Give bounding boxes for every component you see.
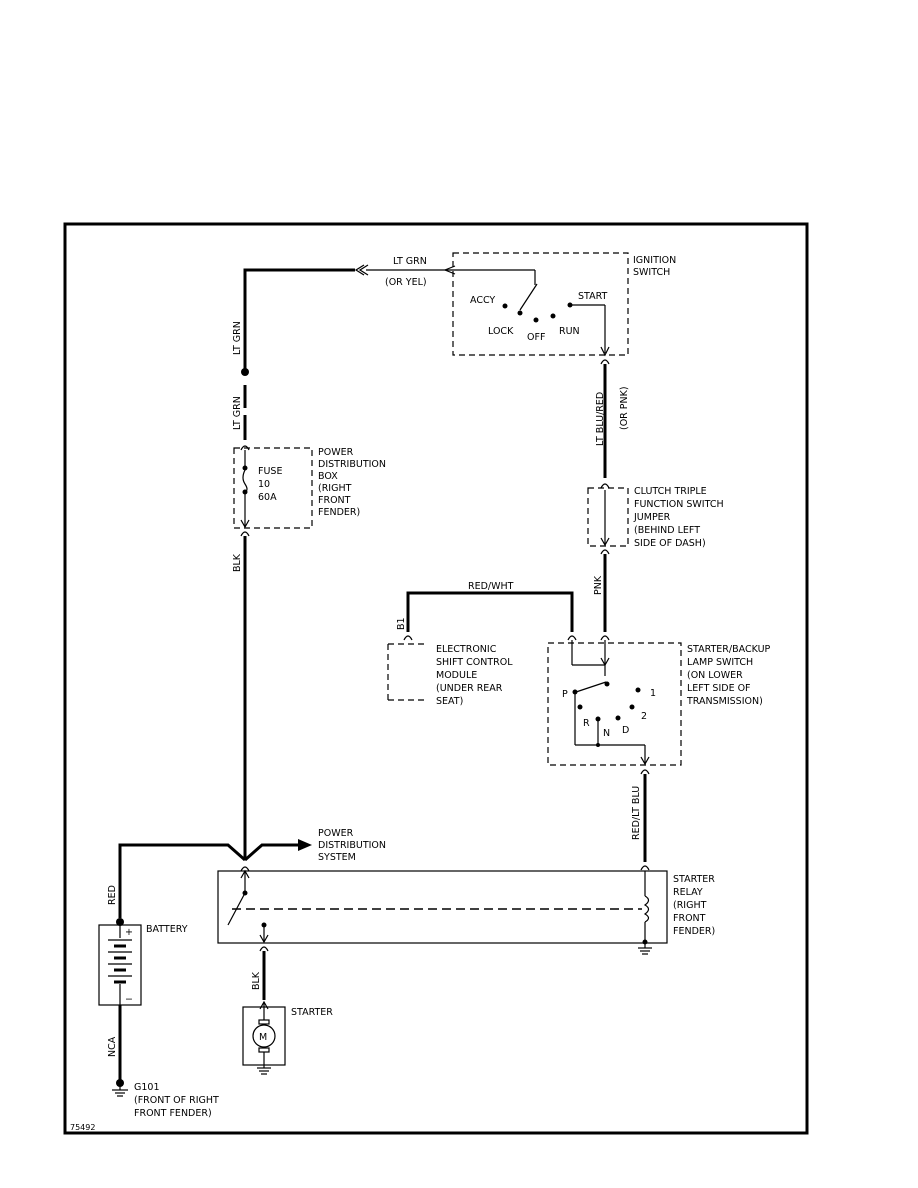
position-off: OFF xyxy=(527,332,545,343)
battery-plus: + xyxy=(125,927,133,938)
position-n: N xyxy=(603,728,610,739)
wire-nca: NCA G101 (FRONT OF RIGHT FRONT FENDER) xyxy=(107,1005,222,1119)
starter-relay: STARTER RELAY (RIGHT FRONT FENDER) xyxy=(217,869,718,955)
ground-g101-label: G101 (FRONT OF RIGHT FRONT FENDER) xyxy=(134,1082,222,1119)
battery: + − BATTERY xyxy=(98,918,188,1006)
shift-module-label: ELECTRONIC SHIFT CONTROL MODULE (UNDER R… xyxy=(436,644,516,707)
starter-backup-lamp-switch: P 1 R 2 N D STARTER/BACKUP LAMP SWITCH (… xyxy=(547,635,773,775)
wire-label-or-yel: (OR YEL) xyxy=(385,277,427,288)
figure-id: 75492 xyxy=(70,1123,95,1132)
power-distribution-system-label: POWER DISTRIBUTION SYSTEM xyxy=(318,828,389,863)
position-r: R xyxy=(583,718,590,729)
wire-red-wht: RED/WHT xyxy=(406,581,574,632)
starter-motor-symbol: M xyxy=(259,1032,267,1043)
wire-blk-main: BLK POWER DISTRIBUTION SYSTEM RED xyxy=(107,536,389,918)
wire-label-lt-grn-top: LT GRN xyxy=(393,256,427,267)
wire-label-lt-blu-red: LT BLU/RED xyxy=(595,392,606,446)
electronic-shift-control-module: B1 ELECTRONIC SHIFT CONTROL MODULE (UNDE… xyxy=(387,617,516,707)
wire-label-blk-main: BLK xyxy=(232,553,243,572)
diagram-frame xyxy=(63,222,809,1135)
wire-label-or-pnk: (OR PNK) xyxy=(619,386,630,430)
wire-pnk: PNK xyxy=(593,554,607,632)
starter-label: STARTER xyxy=(291,1007,333,1018)
wire-label-red-wht: RED/WHT xyxy=(468,581,514,592)
fuse-label: FUSE 10 60A xyxy=(258,466,285,503)
clutch-jumper-label: CLUTCH TRIPLE FUNCTION SWITCH JUMPER (BE… xyxy=(633,486,727,549)
wire-label-pnk: PNK xyxy=(593,575,604,595)
position-start: START xyxy=(578,291,608,302)
battery-label: BATTERY xyxy=(146,924,188,935)
wire-red-lt-blu: RED/LT BLU xyxy=(631,774,650,871)
power-distribution-box: FUSE 10 60A POWER DISTRIBUTION BOX (RIGH… xyxy=(233,445,389,537)
position-d: D xyxy=(622,725,629,736)
position-p: P xyxy=(562,689,568,700)
clutch-triple-function-switch-jumper: CLUTCH TRIPLE FUNCTION SWITCH JUMPER (BE… xyxy=(587,483,727,555)
position-accy: ACCY xyxy=(470,295,495,306)
wire-lt-blu-red: LT BLU/RED (OR PNK) xyxy=(595,359,630,478)
shift-module-pin: B1 xyxy=(396,617,407,630)
wire-label-lt-grn-1: LT GRN xyxy=(232,321,243,355)
wire-label-lt-grn-2: LT GRN xyxy=(232,396,243,430)
ignition-switch: IGNITION SWITCH ACCY START LOCK OFF RUN xyxy=(443,252,679,357)
power-distribution-box-label: POWER DISTRIBUTION BOX (RIGHT FRONT FEND… xyxy=(318,447,389,518)
wire-blk-starter: BLK xyxy=(251,946,269,1000)
starter: M STARTER xyxy=(242,1000,333,1075)
position-run: RUN xyxy=(559,326,580,337)
ignition-switch-label: IGNITION SWITCH xyxy=(633,255,679,278)
position-1: 1 xyxy=(650,688,656,699)
wire-lt-grn: LT GRN (OR YEL) LT GRN LT GRN xyxy=(232,256,445,440)
position-lock: LOCK xyxy=(488,326,514,337)
wire-label-nca: NCA xyxy=(107,1036,118,1057)
wire-label-red: RED xyxy=(107,885,118,905)
battery-minus: − xyxy=(125,994,133,1005)
starter-relay-label: STARTER RELAY (RIGHT FRONT FENDER) xyxy=(673,874,718,937)
wire-label-red-lt-blu: RED/LT BLU xyxy=(631,786,642,840)
starter-backup-switch-label: STARTER/BACKUP LAMP SWITCH (ON LOWER LEF… xyxy=(686,644,773,707)
wire-label-blk-starter: BLK xyxy=(251,971,262,990)
position-2: 2 xyxy=(641,711,647,722)
